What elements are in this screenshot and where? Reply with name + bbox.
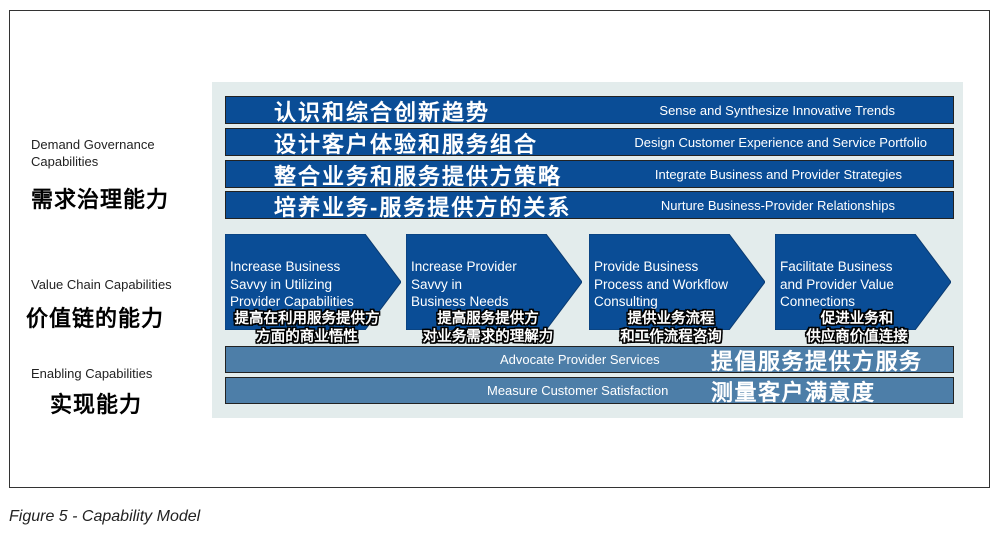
chevron-arrow-shape [406, 234, 582, 330]
demand-bar-en: Design Customer Experience and Service P… [634, 135, 927, 150]
chevron-arrow-shape [775, 234, 951, 330]
demand-bar-en: Integrate Business and Provider Strategi… [654, 167, 902, 182]
arrow-en: Increase Business Savvy in Utilizing Pro… [230, 258, 354, 311]
arrow-en-line: Provider Capabilities [230, 294, 354, 309]
arrow-en-line: Savvy in Utilizing [230, 276, 333, 292]
arrow-en-line: Increase Business [230, 259, 341, 274]
arrow-zh: 提高在利用服务提供方 方面的商业悟性 [219, 310, 395, 346]
chevron-arrow-shape [225, 234, 401, 330]
arrow-zh-line: 对业务需求的理解力 [422, 329, 554, 345]
demand-bar: 整合业务和服务提供方策略 Integrate Business and Prov… [225, 160, 954, 189]
arrow-zh: 促进业务和 供应商价值连接 [769, 310, 945, 346]
enabling-bar-zh: 提倡服务提供方服务 [711, 349, 923, 374]
arrow-en: Facilitate Business and Provider Value C… [780, 258, 894, 311]
value-chain-arrow: Increase Provider Savvy in Business Need… [406, 234, 582, 345]
chevron-arrow-shape [589, 234, 765, 330]
value-chain-zh: 价值链的能力 [26, 306, 165, 331]
arrow-zh-line: 提高服务提供方 [437, 311, 539, 327]
arrow-en: Increase Provider Savvy in Business Need… [411, 258, 517, 311]
arrow-zh-line: 和工作流程咨询 [620, 329, 722, 345]
arrow-zh: 提供业务流程 和工作流程咨询 [583, 310, 759, 346]
arrow-en-line: and Provider Value [780, 276, 894, 292]
arrow-en-line: Provide Business [594, 259, 699, 274]
demand-bar-zh: 整合业务和服务提供方策略 [274, 164, 563, 189]
label-line: Demand Governance [31, 137, 155, 152]
figure-caption: Figure 5 - Capability Model [9, 508, 201, 525]
demand-bar-en: Nurture Business-Provider Relationships [660, 198, 895, 213]
demand-bar-zh: 培养业务-服务提供方的关系 [274, 195, 572, 220]
demand-bar: 认识和综合创新趋势 Sense and Synthesize Innovativ… [225, 96, 954, 125]
demand-governance-zh: 需求治理能力 [31, 187, 170, 212]
demand-bar: 设计客户体验和服务组合 Design Customer Experience a… [225, 128, 954, 157]
arrow-zh-line: 方面的商业悟性 [256, 329, 358, 345]
arrow-zh-line: 促进业务和 [820, 311, 894, 327]
label-line: Capabilities [31, 154, 99, 169]
value-chain-arrow: Increase Business Savvy in Utilizing Pro… [225, 234, 401, 345]
arrow-en-line: Savvy in [411, 276, 463, 292]
demand-bar-zh: 认识和综合创新趋势 [274, 100, 491, 125]
enabling-zh: 实现能力 [50, 392, 143, 417]
demand-bar-zh: 设计客户体验和服务组合 [274, 132, 539, 157]
arrow-en-line: Consulting [594, 294, 658, 309]
arrow-en: Provide Business Process and Workflow Co… [594, 258, 728, 311]
arrow-zh: 提高服务提供方 对业务需求的理解力 [400, 310, 576, 346]
arrow-zh-line: 提供业务流程 [627, 311, 715, 327]
arrow-en-line: Process and Workflow [594, 276, 729, 292]
arrow-zh-line: 提高在利用服务提供方 [234, 311, 380, 327]
arrow-en-line: Facilitate Business [780, 259, 893, 274]
arrow-en-line: Connections [780, 294, 856, 309]
demand-governance-label: Demand Governance Capabilities [31, 136, 155, 170]
enabling-bar: Advocate Provider Services 提倡服务提供方服务 [225, 346, 954, 374]
arrow-en-line: Increase Provider [411, 259, 517, 274]
value-chain-arrow: Provide Business Process and Workflow Co… [589, 234, 765, 345]
arrow-en-line: Business Needs [411, 294, 509, 309]
demand-bar: 培养业务-服务提供方的关系 Nurture Business-Provider … [225, 191, 954, 220]
enabling-bar-zh: 测量客户满意度 [711, 380, 876, 405]
enabling-bar: Measure Customer Satisfaction 测量客户满意度 [225, 377, 954, 405]
enabling-bar-en: Advocate Provider Services [500, 352, 660, 367]
value-chain-arrow: Facilitate Business and Provider Value C… [775, 234, 951, 345]
value-chain-label: Value Chain Capabilities [31, 277, 172, 292]
arrow-zh-line: 供应商价值连接 [806, 329, 908, 345]
enabling-bar-en: Measure Customer Satisfaction [487, 383, 669, 398]
enabling-label: Enabling Capabilities [31, 366, 153, 381]
demand-bar-en: Sense and Synthesize Innovative Trends [659, 103, 895, 118]
